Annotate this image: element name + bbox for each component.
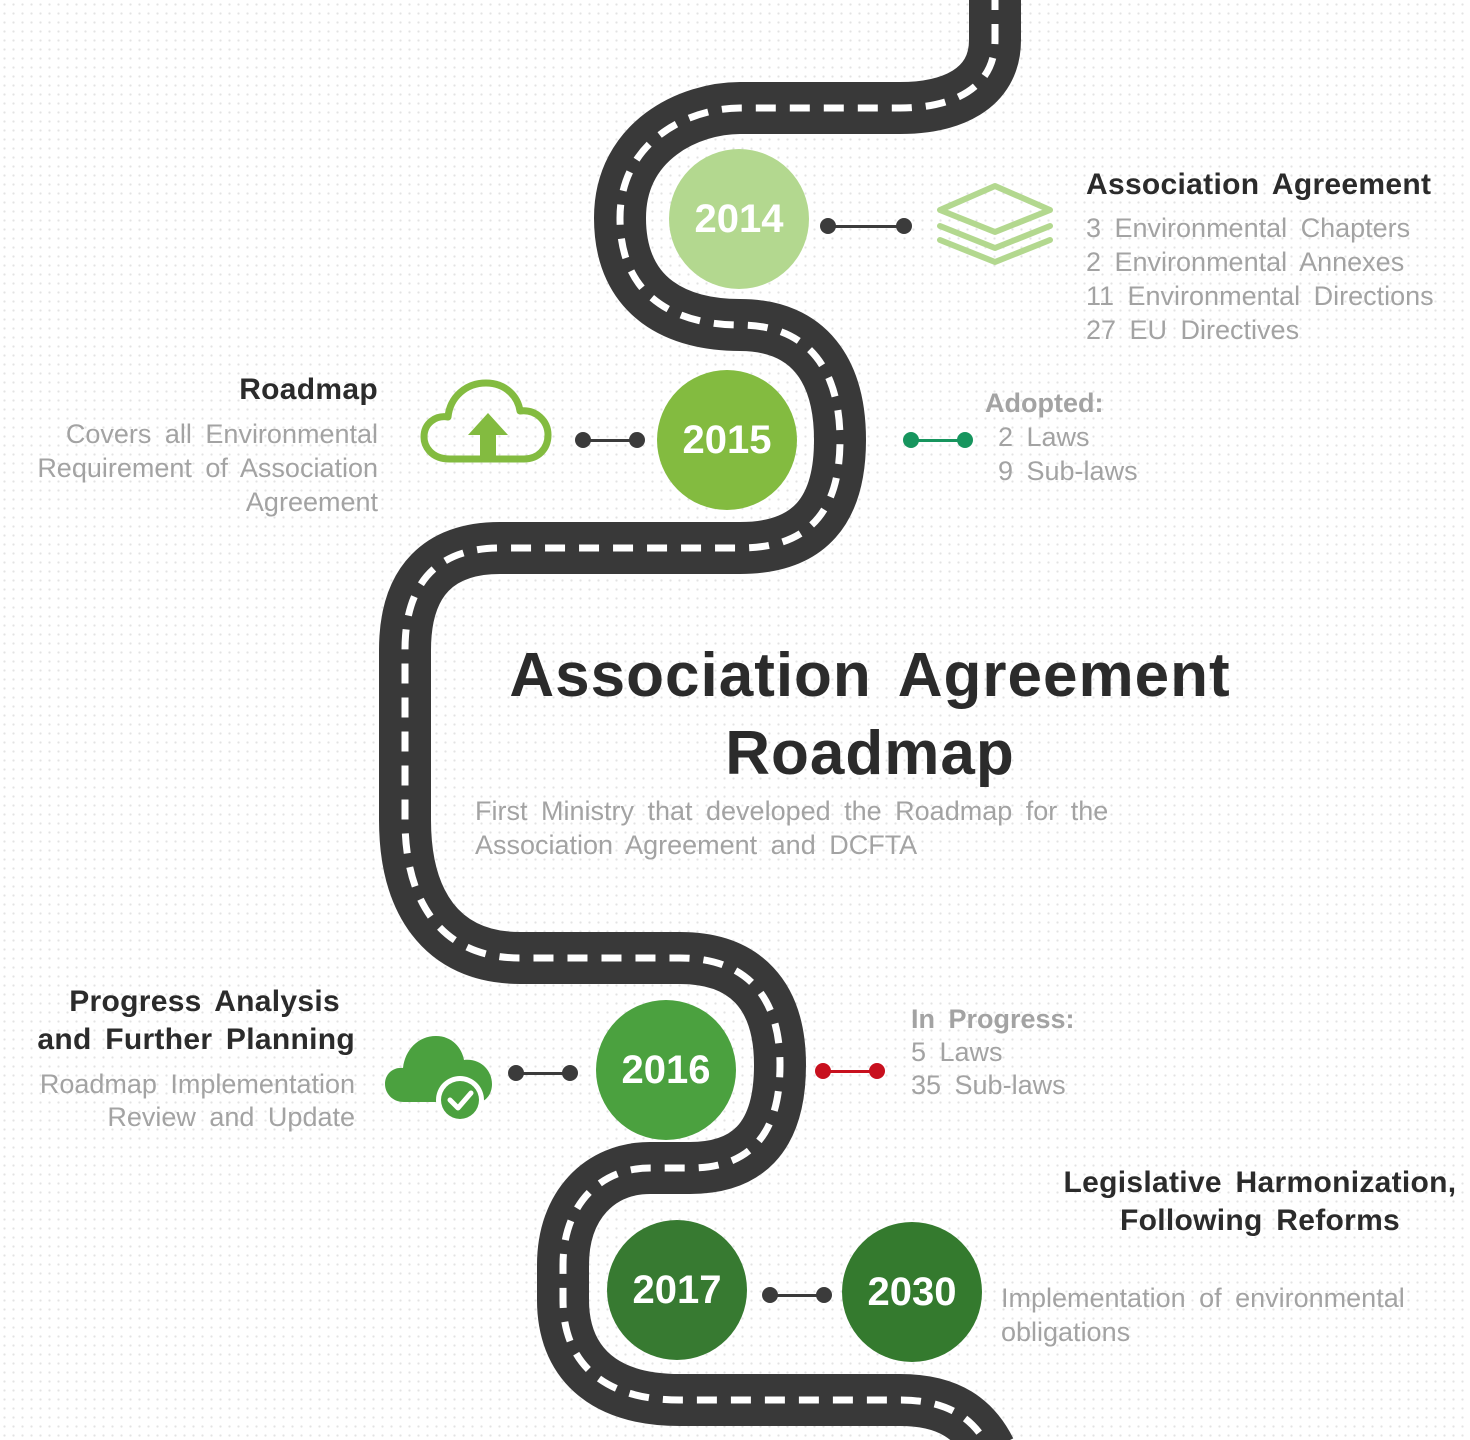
title-line: Legislative Harmonization, (1063, 1166, 1457, 1199)
year-2015-circle: 2015 (657, 370, 797, 510)
milestone-2015-status: Adopted: 2 Laws 9 Sub-laws (985, 386, 1138, 488)
milestone-2014-title: Association Agreement (1086, 168, 1432, 201)
description-line: Roadmap Implementation (39, 1069, 355, 1099)
milestone-2016-status: In Progress: 5 Laws 35 Sub-laws (911, 1003, 1075, 1102)
connector-2016-left (508, 1065, 578, 1081)
milestone-2014-items: 3 Environmental Chapters 2 Environmental… (1086, 211, 1434, 347)
list-item: 27 EU Directives (1086, 315, 1300, 345)
subtitle-line: Association Agreement and DCFTA (475, 830, 918, 860)
milestone-2015-title: Roadmap (239, 373, 378, 406)
year-2017-circle: 2017 (607, 1220, 747, 1360)
description-line: Covers all Environmental (65, 419, 378, 449)
list-item: 5 Laws (911, 1037, 1003, 1067)
description-line: Agreement (245, 487, 378, 517)
milestone-2015-description: Covers all Environmental Requirement of … (37, 417, 378, 519)
page-subtitle: First Ministry that developed the Roadma… (475, 794, 1108, 862)
connector-2017-2030 (762, 1287, 832, 1303)
page-title: Association Agreement Roadmap (440, 637, 1300, 793)
title-line: Following Reforms (1119, 1204, 1401, 1237)
list-item: 11 Environmental Directions (1086, 281, 1434, 311)
description-line: Requirement of Association (37, 453, 378, 483)
connector-2016-progress (815, 1063, 885, 1079)
page-title-line2: Roadmap (725, 719, 1015, 788)
cloud-check-icon (385, 1036, 492, 1124)
layers-icon (937, 183, 1053, 265)
milestone-2016-title: Progress Analysis and Further Planning (37, 983, 355, 1059)
milestone-2016-description: Roadmap Implementation Review and Update (40, 1068, 355, 1134)
year-2014-circle: 2014 (669, 149, 809, 289)
description-line: obligations (1001, 1317, 1131, 1347)
list-item: 9 Sub-laws (998, 456, 1138, 486)
year-2016-circle: 2016 (596, 1000, 736, 1140)
page-title-line1: Association Agreement (509, 641, 1231, 710)
subtitle-line: First Ministry that developed the Roadma… (475, 796, 1109, 826)
status-label: Adopted: (985, 388, 1104, 418)
title-line: Progress Analysis (69, 985, 340, 1018)
cloud-upload-icon (420, 379, 552, 463)
list-item: 3 Environmental Chapters (1086, 213, 1411, 243)
year-2030-circle: 2030 (842, 1222, 982, 1362)
connector-2015-left (575, 432, 645, 448)
description-line: Implementation of environmental (1001, 1283, 1405, 1313)
milestone-2030-title: Legislative Harmonization, Following Ref… (1050, 1164, 1470, 1240)
list-item: 2 Laws (998, 422, 1090, 452)
description-line: Review and Update (107, 1102, 355, 1132)
connector-2014 (820, 218, 912, 234)
connector-2015-adopted (903, 432, 973, 448)
title-line: and Further Planning (37, 1023, 355, 1056)
list-item: 2 Environmental Annexes (1086, 247, 1405, 277)
list-item: 35 Sub-laws (911, 1070, 1066, 1100)
milestone-2030-description: Implementation of environmental obligati… (1001, 1281, 1405, 1349)
road-marking (401, 0, 999, 1440)
status-label: In Progress: (911, 1004, 1075, 1034)
